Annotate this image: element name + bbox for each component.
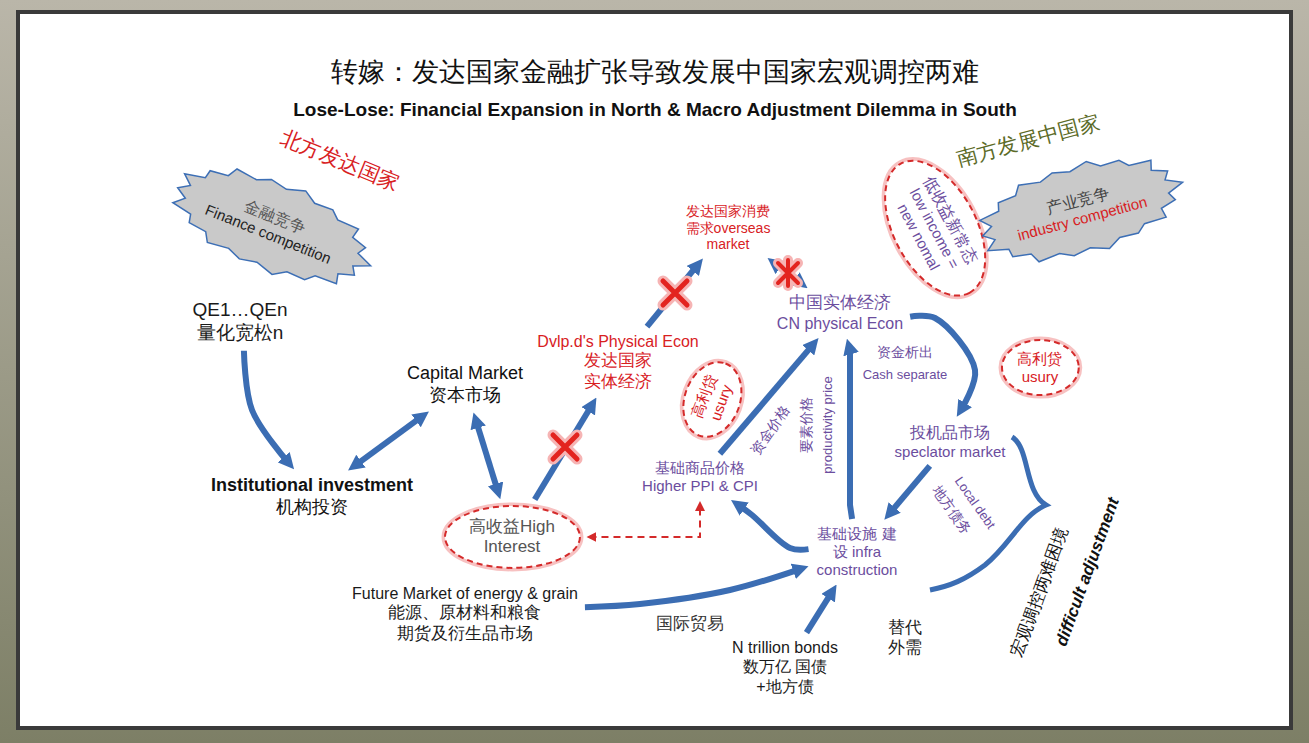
node-body: Future Market of energy & grain能源、原材料和粮食…	[352, 584, 578, 644]
flow-arrow	[738, 505, 808, 550]
annotation-label: 替代 外需	[883, 618, 927, 659]
edge-label: 国际贸易	[654, 614, 726, 634]
starburst-outline	[971, 139, 1194, 280]
node-text: 发达国家消费 需求overseas market	[685, 203, 772, 253]
node-body: QE1…QEn量化宽松n	[192, 299, 287, 345]
dashed-arrow	[589, 504, 700, 537]
edge-label: 要素价格	[798, 395, 815, 455]
ellipse-outline	[1002, 340, 1079, 395]
ellipse-glow	[445, 506, 580, 568]
annotation-label: Cash separate	[861, 367, 950, 383]
node-text: Higher PPI & CPI	[642, 477, 758, 495]
node-text: Dvlp.d's Physical Econ	[537, 332, 698, 351]
concept-node: 投机品市场speclator market	[891, 420, 1010, 463]
flow-arrow	[890, 466, 930, 513]
flow-arrow	[585, 569, 800, 607]
node-text: 中国实体经济	[789, 293, 891, 313]
node-body: 中国实体经济CN physical Econ	[777, 293, 903, 333]
node-text: 能源、原材料和粮食 期货及衍生品市场	[387, 603, 542, 644]
node-body: 高收益High Interest	[468, 517, 556, 558]
node-text: 数万亿 国债+地方债	[739, 657, 831, 695]
ellipse-callout: 低收益新常态low income = new nomal	[859, 139, 1011, 318]
concept-node: Capital Market资本市场	[403, 360, 527, 409]
ellipse-callout: 高利贷 usury	[998, 336, 1083, 399]
flow-arrow	[910, 316, 975, 409]
ellipse-outline	[864, 144, 1005, 312]
annotation-label: 北方发达国家	[275, 124, 405, 196]
node-text: CN physical Econ	[777, 314, 903, 333]
node-text: speclator market	[895, 443, 1006, 461]
node-text: 高利贷 usury	[1016, 350, 1063, 386]
concept-node: 中国实体经济CN physical Econ	[773, 290, 907, 336]
annotation-label: Lose-Lose: Financial Expansion in North …	[291, 99, 1018, 122]
node-text: Institutional investment	[211, 475, 413, 497]
flow-arrow	[476, 421, 497, 491]
ellipse-callout: 高收益High Interest	[441, 502, 584, 572]
node-text: 发达国家 实体经济	[583, 351, 653, 392]
node-body: 投机品市场speclator market	[895, 423, 1006, 460]
blocked-mark	[553, 435, 577, 459]
blocked-mark	[778, 260, 798, 286]
node-body: 基础设施 建设 infra construction	[816, 525, 899, 579]
ellipse-outline	[673, 355, 751, 446]
node-text: Future Market of energy & grain	[352, 584, 578, 603]
node-text: Capital Market	[407, 363, 523, 385]
node-body: Capital Market资本市场	[407, 363, 523, 406]
annotation-label: productivity price	[820, 374, 836, 476]
flow-arrow	[806, 592, 831, 633]
node-text: 机构投资	[276, 497, 348, 519]
flow-arrow	[244, 351, 288, 463]
flow-arrow	[535, 405, 592, 499]
ellipse-outline	[445, 506, 580, 568]
blocked-mark	[663, 281, 687, 305]
ellipse-glow	[673, 355, 751, 446]
node-body: 发达国家消费 需求overseas market	[685, 203, 772, 253]
concept-node: N trillion bonds数万亿 国债+地方债	[728, 635, 842, 699]
edge-label: 资金析出	[875, 344, 935, 361]
edge-label: 资金价格	[746, 401, 794, 460]
node-text: N trillion bonds	[732, 638, 838, 657]
node-text: 资本市场	[429, 385, 501, 407]
ellipse-callout: 高利贷 usury	[668, 349, 756, 450]
node-text: 投机品市场	[910, 423, 990, 442]
panel	[18, 12, 1291, 728]
node-body: Institutional investment机构投资	[211, 475, 413, 518]
node-text: QE1…QEn	[192, 299, 287, 322]
concept-node: Institutional investment机构投资	[207, 472, 417, 521]
concept-node: QE1…QEn量化宽松n	[188, 296, 291, 348]
node-text: 量化宽松n	[197, 322, 284, 345]
flow-arrow	[647, 265, 697, 326]
concept-node: 发达国家消费 需求overseas market	[681, 200, 776, 256]
concept-node: Dvlp.d's Physical Econ发达国家 实体经济	[533, 329, 702, 395]
ellipse-glow	[1002, 340, 1079, 395]
concept-node: 基础商品价格Higher PPI & CPI	[638, 456, 762, 498]
node-body: N trillion bonds数万亿 国债+地方债	[732, 638, 838, 696]
ellipse-glow	[864, 144, 1005, 312]
flow-arrow	[355, 417, 421, 466]
concept-node: Future Market of energy & grain能源、原材料和粮食…	[348, 581, 582, 647]
annotation-label: difficult adjustment	[1051, 493, 1125, 651]
flow-arrow	[849, 347, 852, 519]
concept-node: 基础设施 建设 infra construction	[812, 522, 903, 582]
node-body: Dvlp.d's Physical Econ发达国家 实体经济	[537, 332, 698, 392]
node-body: 基础商品价格Higher PPI & CPI	[642, 459, 758, 495]
node-text: 高收益High Interest	[468, 517, 556, 558]
node-body: 高利贷 usury	[1016, 350, 1063, 386]
node-text: 基础商品价格	[655, 459, 745, 477]
diagram-title: 转嫁：发达国家金融扩张导致发展中国家宏观调控两难	[331, 56, 979, 88]
node-text: 基础设施 建设 infra construction	[816, 525, 899, 579]
